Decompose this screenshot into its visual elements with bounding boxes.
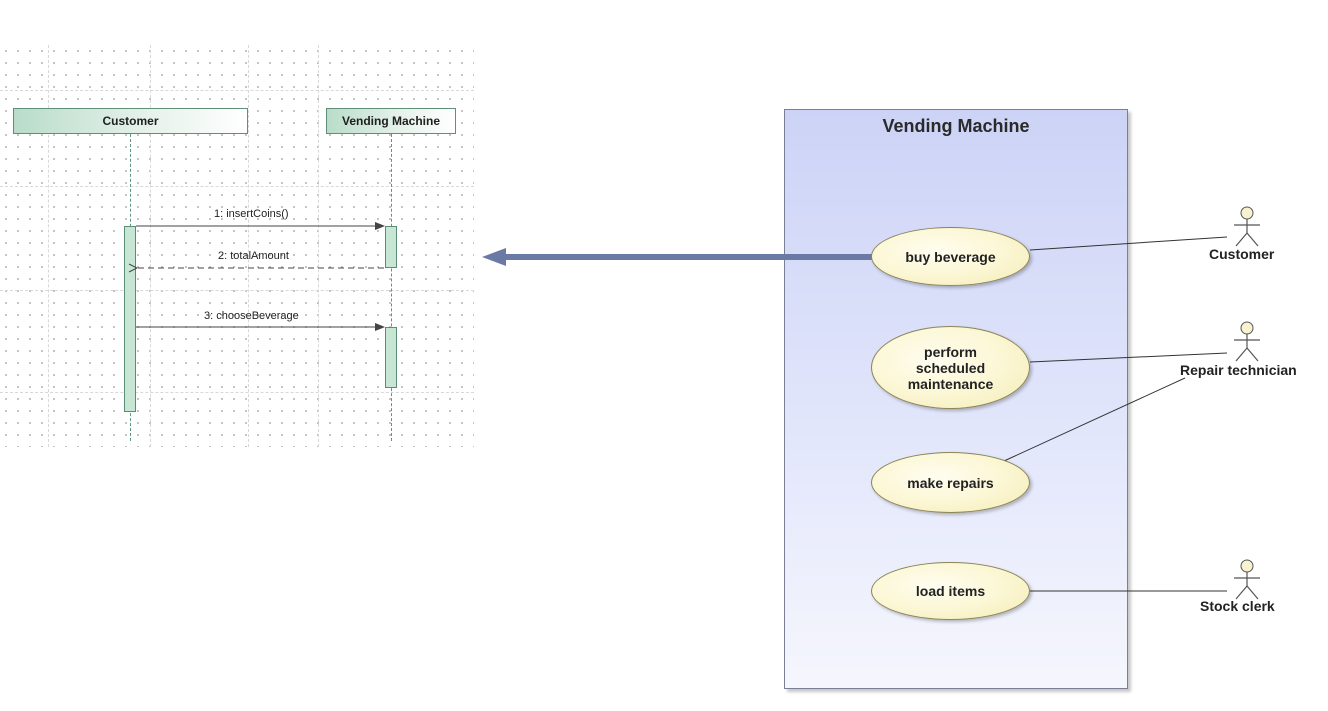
lifeline-vending-machine <box>391 134 392 441</box>
message-label-insert-coins: 1: insertCoins() <box>214 208 289 220</box>
use-case-make-repairs[interactable]: make repairs <box>871 452 1030 513</box>
use-case-load-items[interactable]: load items <box>871 562 1030 620</box>
use-case-perform-scheduled-maintenance[interactable]: perform scheduled maintenance <box>871 326 1030 409</box>
grid-line <box>248 45 249 447</box>
grid-line <box>0 290 474 291</box>
system-title: Vending Machine <box>882 116 1030 136</box>
use-case-label: buy beverage <box>905 248 996 265</box>
actor-name-customer: Customer <box>1209 246 1275 262</box>
lifeline-head-customer[interactable]: Customer <box>13 108 248 134</box>
activation-bar-customer[interactable] <box>124 226 136 412</box>
association-customer-buy[interactable] <box>1029 236 1228 251</box>
use-case-buy-beverage[interactable]: buy beverage <box>871 227 1030 286</box>
actor-name-repair-technician: Repair technician <box>1180 362 1297 378</box>
grid-line <box>0 186 474 187</box>
use-case-label: make repairs <box>907 474 994 491</box>
message-label-choose-beverage: 3: chooseBeverage <box>204 310 299 322</box>
activation-bar-vending-1[interactable] <box>385 226 397 268</box>
grid-line <box>150 45 151 447</box>
actor-name-stock-clerk: Stock clerk <box>1200 598 1275 614</box>
connector-arrow-head <box>482 248 506 266</box>
grid-line <box>318 45 319 447</box>
lifeline-head-vending-machine[interactable]: Vending Machine <box>326 108 456 134</box>
use-case-label: perform scheduled maintenance <box>907 343 994 392</box>
grid-line <box>48 45 49 447</box>
actor-stock-clerk-icon[interactable] <box>1227 559 1267 603</box>
activation-bar-vending-2[interactable] <box>385 327 397 388</box>
grid-line <box>0 392 474 393</box>
lifeline-name: Customer <box>102 114 159 128</box>
use-case-label: load items <box>915 583 986 599</box>
message-label-total-amount: 2: totalAmount <box>218 250 289 262</box>
association-tech-maintenance[interactable] <box>1029 352 1228 363</box>
grid-line <box>0 90 474 91</box>
lifeline-name: Vending Machine <box>341 114 440 128</box>
association-tech-repairs[interactable] <box>1003 377 1186 462</box>
actor-customer-icon[interactable] <box>1227 206 1267 250</box>
actor-repair-technician-icon[interactable] <box>1227 321 1267 365</box>
